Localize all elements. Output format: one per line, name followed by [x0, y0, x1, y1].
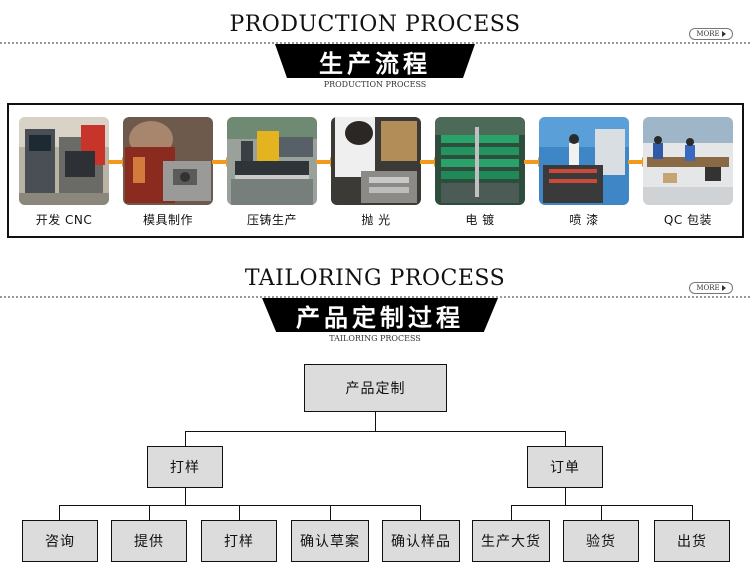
- connector: [511, 505, 512, 520]
- connector: [420, 505, 421, 520]
- node-provide: 提供: [111, 520, 187, 562]
- connector: [511, 505, 693, 506]
- production-divider: [0, 42, 750, 44]
- connector: [149, 505, 150, 520]
- node-confirm-sample: 确认样品: [382, 520, 460, 562]
- tailoring-ribbon: 产品定制过程: [262, 298, 498, 332]
- node-consult: 咨询: [22, 520, 98, 562]
- step-mold: 模具制作: [123, 117, 213, 228]
- step-label-qc-packing: QC 包装: [663, 213, 713, 227]
- step-label-mold: 模具制作: [142, 213, 193, 227]
- connector: [185, 488, 186, 505]
- step-qc-packing: QC 包装: [643, 117, 733, 228]
- connector: [185, 431, 186, 446]
- play-icon: [721, 285, 726, 291]
- step-label-spray-painting: 喷 漆: [569, 213, 599, 227]
- electroplating-photo: [435, 117, 525, 205]
- die-casting-photo: [227, 117, 317, 205]
- tailoring-more-button[interactable]: MORE: [689, 282, 733, 294]
- more-label: MORE: [696, 284, 720, 292]
- step-cnc: 开发 CNC: [19, 117, 109, 228]
- tailoring-divider: [0, 296, 750, 298]
- polishing-photo: [331, 117, 421, 205]
- play-icon: [721, 31, 726, 37]
- production-ribbon-text: 生产流程: [319, 49, 431, 78]
- connector: [692, 505, 693, 520]
- node-confirm-draft: 确认草案: [291, 520, 369, 562]
- connector: [59, 505, 60, 520]
- connector: [239, 505, 240, 520]
- node-proof: 打样: [201, 520, 277, 562]
- qc-packing-photo: [643, 117, 733, 205]
- node-root: 产品定制: [304, 364, 447, 412]
- connector: [565, 488, 566, 505]
- step-label-electroplating: 电 镀: [465, 213, 495, 227]
- step-die-casting: 压铸生产: [227, 117, 317, 228]
- connector: [601, 505, 602, 520]
- tailoring-ribbon-text: 产品定制过程: [296, 303, 464, 332]
- spray-painting-photo: [539, 117, 629, 205]
- step-label-polishing: 抛 光: [361, 213, 391, 227]
- tailoring-title: TAILORING PROCESS: [244, 266, 506, 291]
- production-title: PRODUCTION PROCESS: [229, 12, 521, 37]
- step-electroplating: 电 镀: [435, 117, 525, 228]
- connector: [59, 505, 421, 506]
- production-subtitle: PRODUCTION PROCESS: [323, 80, 427, 89]
- step-spray-painting: 喷 漆: [539, 117, 629, 228]
- connector: [185, 431, 566, 432]
- tailoring-subtitle: TAILORING PROCESS: [329, 334, 421, 343]
- more-label: MORE: [696, 30, 720, 38]
- connector: [330, 505, 331, 520]
- connector: [375, 412, 376, 431]
- production-steps-panel: 开发 CNC 模具制作: [7, 103, 744, 238]
- cnc-machine-photo: [19, 117, 109, 205]
- mold-making-photo: [123, 117, 213, 205]
- production-more-button[interactable]: MORE: [689, 28, 733, 40]
- connector: [565, 431, 566, 446]
- step-label-cnc: 开发 CNC: [35, 213, 93, 227]
- node-shipment: 出货: [654, 520, 730, 562]
- production-ribbon: 生产流程: [275, 44, 475, 78]
- node-sample: 打样: [147, 446, 223, 488]
- step-polishing: 抛 光: [331, 117, 421, 228]
- node-mass-production: 生产大货: [472, 520, 550, 562]
- node-inspection: 验货: [563, 520, 639, 562]
- node-order: 订单: [527, 446, 603, 488]
- step-label-die-casting: 压铸生产: [246, 213, 297, 227]
